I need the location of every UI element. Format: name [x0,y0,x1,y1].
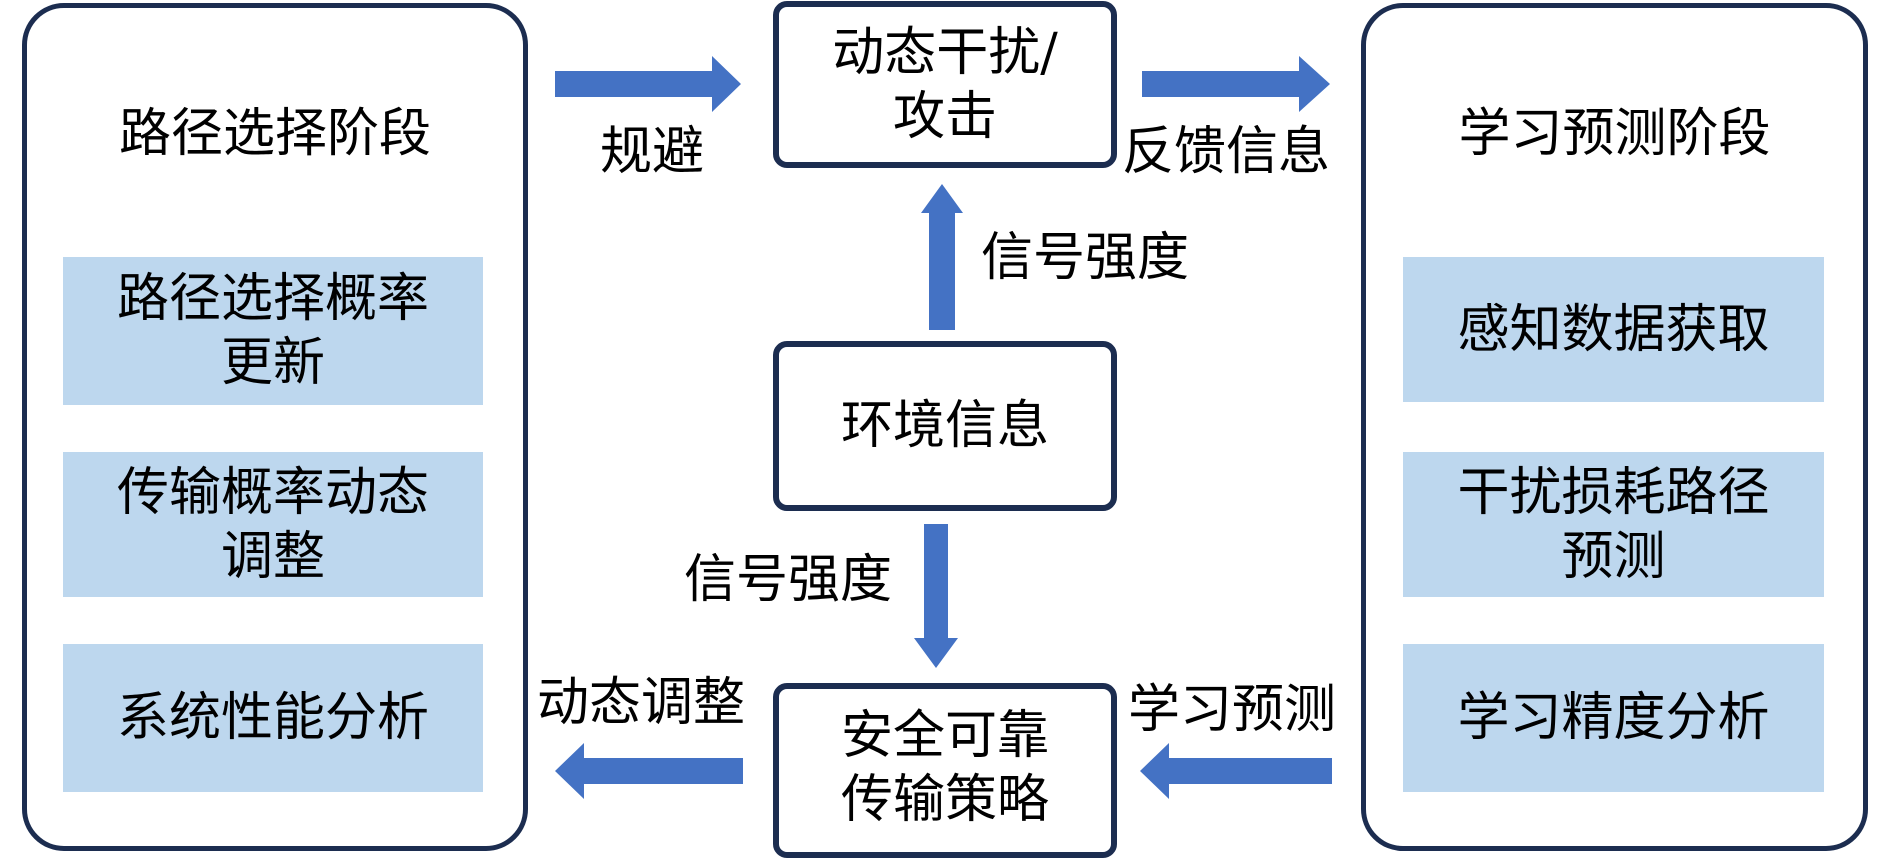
edge-label-signal-strength-down: 信号强度 [684,550,893,610]
arrow-left-learning-prediction [1140,743,1332,799]
arrow-up-signal-strength [921,184,963,330]
edge-label-feedback: 反馈信息 [1122,122,1331,182]
arrow-left-dynamic-adjust [555,743,743,799]
dynamic-interference-attack-node: 动态干扰/ 攻击 [773,1,1117,168]
edge-label-dynamic-adjust: 动态调整 [537,673,746,733]
edge-label-evade: 规避 [600,122,705,182]
arrow-right-evade [555,56,741,112]
edge-label-signal-strength-up: 信号强度 [981,228,1190,288]
left-item-path-prob-update: 路径选择概率 更新 [63,257,483,405]
secure-transmission-strategy-node: 安全可靠 传输策略 [773,683,1117,858]
learning-prediction-stage-title: 学习预测阶段 [1458,104,1771,164]
right-item-learning-accuracy: 学习精度分析 [1403,644,1824,792]
left-item-transmission-prob-adjust: 传输概率动态 调整 [63,452,483,597]
right-item-sensing-data: 感知数据获取 [1403,257,1824,402]
left-item-system-performance: 系统性能分析 [63,644,483,792]
right-item-label: 学习精度分析 [1457,688,1770,748]
node-label: 动态干扰/ 攻击 [832,22,1058,147]
right-item-label: 干扰损耗路径 预测 [1457,462,1770,587]
right-item-label: 感知数据获取 [1457,299,1770,360]
right-item-interference-path-predict: 干扰损耗路径 预测 [1403,452,1824,597]
node-label: 环境信息 [840,396,1049,456]
node-label: 安全可靠 传输策略 [840,705,1049,830]
arrow-right-feedback [1142,56,1330,112]
environment-info-node: 环境信息 [773,341,1117,511]
left-item-label: 系统性能分析 [116,688,429,748]
left-item-label: 路径选择概率 更新 [116,269,429,393]
path-selection-stage-title: 路径选择阶段 [118,104,431,164]
edge-label-learning-prediction: 学习预测 [1128,680,1337,740]
left-item-label: 传输概率动态 调整 [116,462,429,587]
arrow-down-signal-strength [914,524,958,668]
